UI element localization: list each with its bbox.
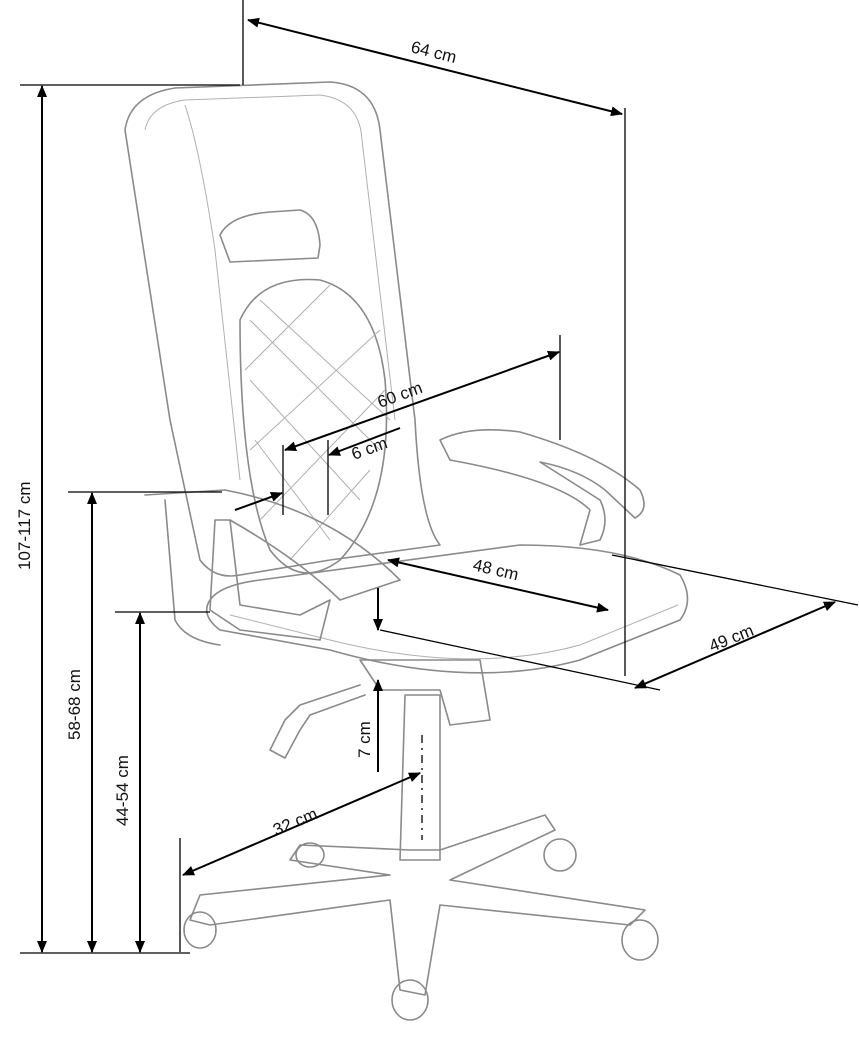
casters — [183, 838, 659, 1021]
left-armrest — [144, 489, 401, 641]
dim-line-49 — [634, 601, 836, 689]
dim-line-64 — [247, 17, 623, 117]
label-cushion-thickness: 7 cm — [355, 721, 374, 758]
label-total-height: 107-117 cm — [15, 481, 34, 570]
chair-illustration — [124, 81, 689, 1021]
label-seat-width: 60 cm — [375, 378, 425, 412]
extension-lines — [20, 0, 859, 954]
dim-line-32 — [182, 772, 421, 876]
dim-line-6a — [234, 492, 283, 511]
label-seat-height: 44-54 cm — [113, 755, 132, 826]
label-armrest-height: 58-68 cm — [65, 669, 84, 740]
dimension-lines — [37, 17, 836, 953]
dim-line-48 — [387, 557, 609, 613]
dim-line-6b — [328, 427, 401, 456]
right-armrest — [439, 428, 645, 546]
height-lever — [269, 684, 366, 759]
label-base-radius: 32 cm — [270, 804, 320, 840]
dim-line-60 — [284, 350, 560, 452]
label-depth: 49 cm — [706, 621, 756, 656]
seat-cushion — [205, 544, 689, 674]
headrest-pad — [219, 209, 321, 263]
lumbar-quilted-panel — [239, 278, 388, 574]
gas-lift — [399, 694, 441, 861]
